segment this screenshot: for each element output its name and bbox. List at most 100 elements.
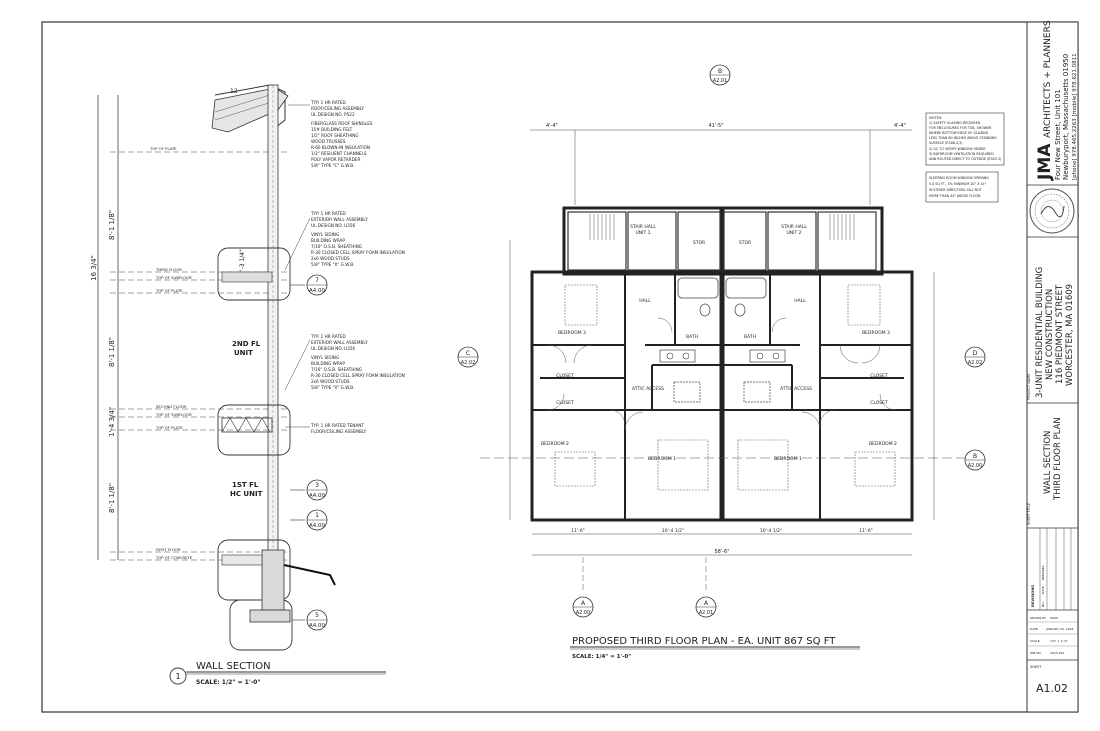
svg-text:TYP. 1 HR RATED: TYP. 1 HR RATED	[310, 334, 346, 339]
room-label: STOR	[739, 240, 751, 246]
svg-text:2) GC TO VERIFY WINDOW ORDER: 2) GC TO VERIFY WINDOW ORDER	[929, 147, 986, 151]
svg-text:VINYL SIDING: VINYL SIDING	[311, 355, 339, 360]
section-marker[interactable]: C A2.02	[457, 346, 479, 368]
svg-text:UL DESIGN NO. U356: UL DESIGN NO. U356	[311, 223, 356, 228]
svg-text:5: 5	[315, 612, 319, 619]
svg-text:1/2" RESILIENT CHANNELS: 1/2" RESILIENT CHANNELS	[311, 151, 367, 156]
svg-text:1/4" = 1'-0": 1/4" = 1'-0"	[1050, 639, 1068, 643]
dimension: 8'-1 1/8"	[108, 483, 116, 513]
roof-pitch: 12	[230, 88, 238, 95]
svg-text:REMARKS: REMARKS	[1041, 565, 1045, 580]
room-label: ATTIC ACCESS	[632, 386, 664, 392]
floor-plan-title: PROPOSED THIRD FLOOR PLAN - EA. UNIT 867…	[570, 636, 860, 660]
dimension: 4'-4"	[894, 123, 906, 129]
room-label: CLOSET	[870, 400, 888, 406]
project-name: 3-UNIT RESIDENTIAL BUILDING NEW CONSTRUC…	[1035, 267, 1075, 398]
svg-text:LESS THAN 60 INCHES ABOVE STAN: LESS THAN 60 INCHES ABOVE STANDING	[929, 136, 997, 140]
room-label: STAIR HALL	[630, 224, 656, 230]
general-notes: NOTES: 1) SAFETY GLAZING REQUIRED FOR EN…	[925, 112, 1005, 166]
svg-text:R-30 CLOSED CELL SPRAY FOAM IN: R-30 CLOSED CELL SPRAY FOAM INSULATION	[311, 373, 405, 378]
detail-callout[interactable]: 7 A4.00	[290, 274, 328, 296]
level-label: TOP OF PLATE	[149, 146, 177, 151]
egress-note: SLEEPING ROOM WINDOW OPENING 5.0 SQ FT.,…	[925, 171, 999, 203]
svg-text:B: B	[718, 68, 722, 75]
room-label: UNIT 1	[635, 230, 650, 236]
svg-text:NO.: NO.	[1041, 602, 1045, 607]
section-marker[interactable]: A A2.01	[695, 555, 717, 618]
sheet-number: SHEET A1.02	[1030, 665, 1068, 695]
svg-text:VINYL SIDING: VINYL SIDING	[311, 232, 339, 237]
detail-callout[interactable]: 3 A4.00	[290, 479, 328, 501]
architect-seal	[1029, 188, 1075, 234]
svg-text:POLY VAPOR RETARDER: POLY VAPOR RETARDER	[311, 157, 360, 162]
svg-text:A2.02: A2.02	[461, 360, 476, 366]
svg-text:UL DESIGN NO. P522: UL DESIGN NO. P522	[311, 112, 355, 117]
overall-dimension: 58'-6"	[714, 549, 729, 555]
room-label: BATH	[686, 334, 698, 340]
svg-text:TYP. 1 HR RATED TENANT: TYP. 1 HR RATED TENANT	[310, 423, 364, 428]
svg-text:Four New Street, Unit 101: Four New Street, Unit 101	[1054, 89, 1062, 180]
room-label: BATH	[744, 334, 756, 340]
sheet-title: WALL SECTION THIRD FLOOR PLAN	[1043, 417, 1063, 501]
title-block: JMA ARCHITECTS + PLANNERS Four New Stree…	[1026, 20, 1079, 713]
svg-text:DRAWN BY: DRAWN BY	[1030, 616, 1046, 620]
svg-text:FOR ENCLOSURES FOR TUB, SHOWER: FOR ENCLOSURES FOR TUB, SHOWER	[929, 126, 992, 130]
unit-label: 1ST FL	[232, 481, 259, 489]
level-label: THIRD FLOOR	[155, 267, 182, 272]
room-label: HALL	[639, 298, 651, 304]
svg-text:WORCESTER, MA 01609: WORCESTER, MA 01609	[1065, 284, 1075, 386]
room-labels: STAIR HALL UNIT 1 STOR STOR STAIR HALL U…	[541, 224, 897, 462]
svg-text:2x6 WOOD STUDS: 2x6 WOOD STUDS	[311, 379, 350, 384]
section-marker[interactable]: B A2.00	[480, 449, 986, 471]
svg-text:Newburyport, Massachusetts 019: Newburyport, Massachusetts 01950	[1062, 54, 1070, 180]
svg-text:JANUARY 30, 2024: JANUARY 30, 2024	[1045, 627, 1074, 631]
section-marker[interactable]: D A2.02	[964, 346, 986, 368]
dimension: 11'-6"	[859, 528, 873, 534]
svg-text:SCALE: 1/4" = 1'-0": SCALE: 1/4" = 1'-0"	[572, 654, 631, 660]
svg-text:A2.02: A2.02	[968, 360, 983, 366]
roof-assembly-note: TYP. 1 HR RATED ROOF/CEILING ASSEMBLY UL…	[310, 100, 373, 168]
section-marker[interactable]: A A2.00	[572, 555, 594, 618]
room-label: ATTIC ACCESS	[780, 386, 812, 392]
svg-text:DATE: DATE	[1030, 627, 1038, 631]
svg-text:B: B	[973, 453, 977, 460]
svg-text:5/8" TYPE "C" G.W.B.: 5/8" TYPE "C" G.W.B.	[311, 163, 355, 168]
detail-callout[interactable]: 5 A4.00	[292, 609, 328, 631]
level-label: TOP OF SUBFLOOR	[155, 412, 192, 417]
level-label: TOP OF CONCRETE	[155, 555, 193, 560]
svg-text:SURFACE (R308.4.5): SURFACE (R308.4.5)	[929, 141, 962, 145]
svg-text:ROOF/CEILING ASSEMBLY: ROOF/CEILING ASSEMBLY	[311, 106, 364, 111]
svg-text:SHEET: SHEET	[1030, 665, 1042, 669]
dimension: 41'-5"	[708, 123, 723, 129]
room-label: CLOSET	[870, 373, 888, 379]
svg-text:SCALE: 1/2" = 1'-0": SCALE: 1/2" = 1'-0"	[196, 679, 260, 686]
svg-text:A4.00: A4.00	[309, 523, 326, 529]
room-label: UNIT 2	[786, 230, 801, 236]
room-label: CLOSET	[556, 373, 574, 379]
field-label: SHEET TITLE	[1027, 503, 1031, 525]
svg-text:3) BATHROOM VENTILATION REQUIR: 3) BATHROOM VENTILATION REQUIRED	[929, 152, 994, 156]
section-marker[interactable]: B A2.01	[709, 64, 731, 86]
dimension: 8'-1 1/8"	[108, 210, 116, 240]
firm-logo: JMA	[1035, 143, 1055, 181]
svg-text:A2.00: A2.00	[576, 610, 591, 616]
svg-text:THIRD FLOOR PLAN: THIRD FLOOR PLAN	[1053, 417, 1063, 501]
room-label: BEDROOM 1	[774, 456, 802, 462]
svg-text:FIBERGLASS ROOF SHINGLES: FIBERGLASS ROOF SHINGLES	[311, 121, 373, 126]
room-label: BEDROOM 3	[862, 330, 890, 336]
dimension: 16 3/4"	[90, 255, 98, 281]
svg-text:TYP. 1 HR RATED: TYP. 1 HR RATED	[310, 211, 346, 216]
svg-text:WALL SECTION: WALL SECTION	[196, 661, 271, 672]
svg-text:ARCHITECTS + PLANNERS: ARCHITECTS + PLANNERS	[1043, 20, 1053, 138]
detail-callout[interactable]: 1 A4.00	[290, 509, 328, 531]
svg-text:A2.00: A2.00	[968, 463, 983, 469]
field-label: PROJECT NAME	[1027, 374, 1031, 400]
room-label: BEDROOM 1	[648, 456, 676, 462]
svg-text:1: 1	[175, 672, 180, 681]
svg-text:1) SAFETY GLAZING REQUIRED: 1) SAFETY GLAZING REQUIRED	[929, 121, 981, 125]
svg-text:A4.00: A4.00	[309, 493, 326, 499]
svg-text:R-30 CLOSED CELL SPRAY FOAM IN: R-30 CLOSED CELL SPRAY FOAM INSULATION	[311, 250, 405, 255]
room-label: BEDROOM 3	[558, 330, 586, 336]
upper-wall-assembly-note: TYP. 1 HR RATED EXTERIOR WALL ASSEMBLY U…	[310, 211, 405, 267]
